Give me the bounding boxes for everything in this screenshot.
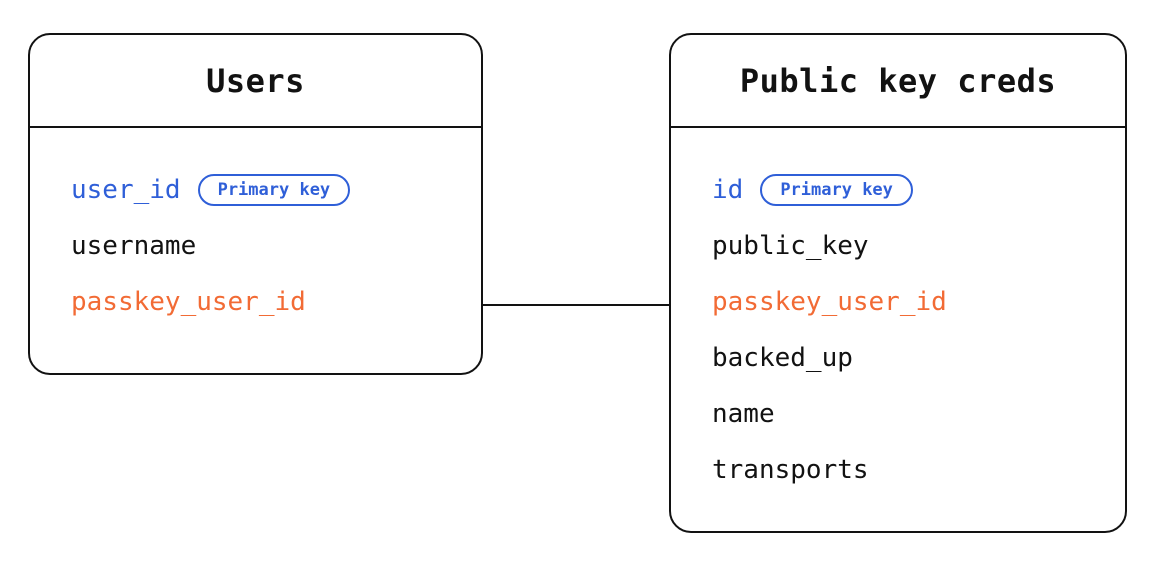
attribute-name-passkey-user-id: passkey_user_id: [71, 287, 306, 317]
attribute-name-user-id: user_id: [71, 175, 181, 205]
attribute-row-name[interactable]: name: [671, 386, 1125, 442]
attribute-name-public-key: public_key: [712, 231, 869, 261]
attribute-list-public-key-creds: id Primary key public_key passkey_user_i…: [671, 128, 1125, 498]
attribute-name-backed-up: backed_up: [712, 343, 853, 373]
entity-header-users: Users: [30, 35, 481, 128]
attribute-row-public-key[interactable]: public_key: [671, 218, 1125, 274]
attribute-row-id[interactable]: id Primary key: [671, 162, 1125, 218]
attribute-row-username[interactable]: username: [30, 218, 481, 274]
attribute-name-transports: transports: [712, 455, 869, 485]
attribute-list-users: user_id Primary key username passkey_use…: [30, 128, 481, 330]
entity-title-users: Users: [206, 61, 305, 100]
relationship-connector-line: [482, 304, 671, 306]
attribute-row-user-id[interactable]: user_id Primary key: [30, 162, 481, 218]
attribute-row-backed-up[interactable]: backed_up: [671, 330, 1125, 386]
entity-card-public-key-creds[interactable]: Public key creds id Primary key public_k…: [669, 33, 1127, 533]
entity-card-users[interactable]: Users user_id Primary key username passk…: [28, 33, 483, 375]
attribute-row-passkey-user-id[interactable]: passkey_user_id: [671, 274, 1125, 330]
entity-title-public-key-creds: Public key creds: [739, 61, 1057, 100]
entity-header-public-key-creds: Public key creds: [671, 35, 1125, 128]
primary-key-badge: Primary key: [197, 174, 351, 206]
attribute-name-passkey-user-id: passkey_user_id: [712, 287, 947, 317]
attribute-name-name: name: [712, 399, 775, 429]
attribute-row-passkey-user-id[interactable]: passkey_user_id: [30, 274, 481, 330]
attribute-row-transports[interactable]: transports: [671, 442, 1125, 498]
attribute-name-username: username: [71, 231, 197, 261]
primary-key-badge: Primary key: [760, 174, 913, 206]
attribute-name-id: id: [712, 175, 744, 205]
